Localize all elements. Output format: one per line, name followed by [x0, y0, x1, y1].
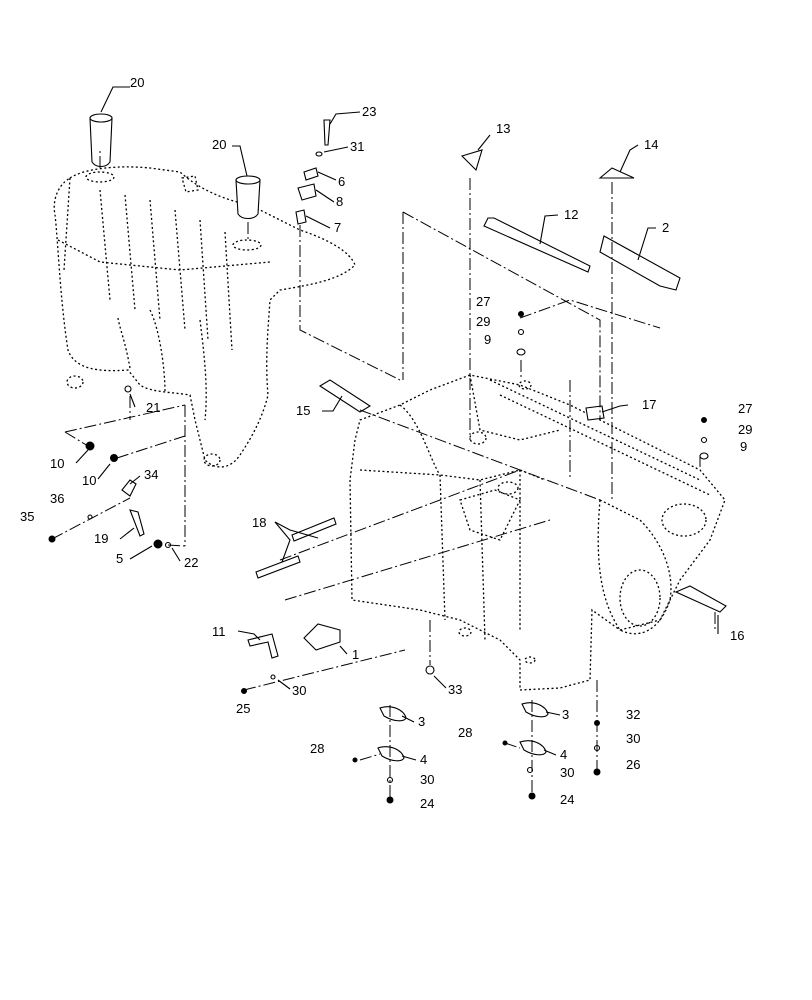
leader-lines	[75, 86, 719, 761]
clip-5	[153, 539, 163, 549]
cap-14	[598, 167, 635, 179]
callout-label: 3	[418, 714, 425, 729]
callout-label: 20	[212, 137, 226, 152]
callout-label: 28	[458, 725, 472, 740]
callout-label: 27	[476, 294, 490, 309]
link-4a	[377, 746, 405, 762]
callout-label: 18	[252, 515, 266, 530]
assembly-centerlines	[51, 148, 716, 805]
callout-label: 11	[212, 624, 226, 639]
plate-16	[674, 585, 727, 613]
callout-labels: 20 20 23 31 6 8 7 13 14 12 2 27 29 9 21 …	[20, 75, 752, 811]
callout-label: 36	[50, 491, 64, 506]
nut-10a	[85, 441, 95, 451]
callout-label: 14	[644, 137, 658, 152]
strip-18b	[255, 555, 301, 579]
callout-label: 3	[562, 707, 569, 722]
clamp-8	[297, 183, 317, 201]
bolt-21	[124, 385, 132, 393]
fitting-34	[121, 479, 137, 497]
bolt-27a	[518, 311, 524, 317]
bolt-27b	[701, 417, 707, 423]
cap-13	[460, 149, 483, 172]
callout-label: 9	[740, 439, 747, 454]
callout-label: 27	[738, 401, 752, 416]
filter-cap-20a	[89, 113, 113, 168]
callout-label: 35	[20, 509, 34, 524]
callout-label: 30	[560, 765, 574, 780]
callout-label: 29	[476, 314, 490, 329]
pin-30-left	[270, 674, 276, 680]
bolt-33	[425, 665, 435, 675]
callout-label: 7	[334, 220, 341, 235]
strip-18a	[291, 517, 337, 542]
hose-19	[129, 509, 145, 537]
chassis-frame	[349, 374, 726, 691]
plate-17	[585, 405, 605, 421]
callout-label: 26	[626, 757, 640, 772]
callout-label: 20	[130, 75, 144, 90]
callout-label: 16	[730, 628, 744, 643]
callout-label: 10	[82, 473, 96, 488]
callout-label: 1	[352, 647, 359, 662]
nut-10b	[110, 454, 118, 462]
callout-label: 13	[496, 121, 510, 136]
callout-label: 25	[236, 701, 250, 716]
callout-label: 34	[144, 467, 158, 482]
callout-label: 30	[420, 772, 434, 787]
callout-label: 32	[626, 707, 640, 722]
washer-9a	[516, 348, 526, 356]
link-4b	[519, 740, 547, 756]
callout-label: 8	[336, 194, 343, 209]
callout-label: 29	[738, 422, 752, 437]
bracket-6	[303, 167, 319, 181]
callout-label: 19	[94, 531, 108, 546]
link-3b	[521, 702, 549, 718]
guard-2	[599, 235, 681, 291]
block-1	[303, 623, 341, 651]
callout-label: 12	[564, 207, 578, 222]
filter-cap-20b	[235, 175, 261, 220]
callout-label: 2	[662, 220, 669, 235]
grommet-7	[295, 209, 307, 225]
callout-label: 15	[296, 403, 310, 418]
callout-label: 31	[350, 139, 364, 154]
washer-31	[315, 151, 323, 157]
callout-label: 9	[484, 332, 491, 347]
pin-28a	[352, 757, 358, 763]
guard-12	[483, 217, 591, 273]
callout-label: 24	[560, 792, 574, 807]
callout-label: 6	[338, 174, 345, 189]
callout-label: 30	[626, 731, 640, 746]
callout-label: 23	[362, 104, 376, 119]
washer-9b	[699, 452, 709, 460]
callout-label: 28	[310, 741, 324, 756]
callout-label: 30	[292, 683, 306, 698]
callout-label: 21	[146, 400, 160, 415]
callout-label: 4	[560, 747, 567, 762]
pad-15	[318, 379, 372, 413]
callout-label: 24	[420, 796, 434, 811]
callout-label: 22	[184, 555, 198, 570]
u-bracket-11	[247, 633, 279, 659]
tank-bolt-23	[323, 119, 331, 146]
callout-label: 17	[642, 397, 656, 412]
link-3a	[379, 706, 407, 722]
callout-label: 5	[116, 551, 123, 566]
callout-label: 10	[50, 456, 64, 471]
callout-label: 33	[448, 682, 462, 697]
fuel-tank	[53, 166, 356, 468]
washer-29a	[517, 328, 525, 336]
washer-29b	[700, 436, 708, 444]
callout-label: 4	[420, 752, 427, 767]
